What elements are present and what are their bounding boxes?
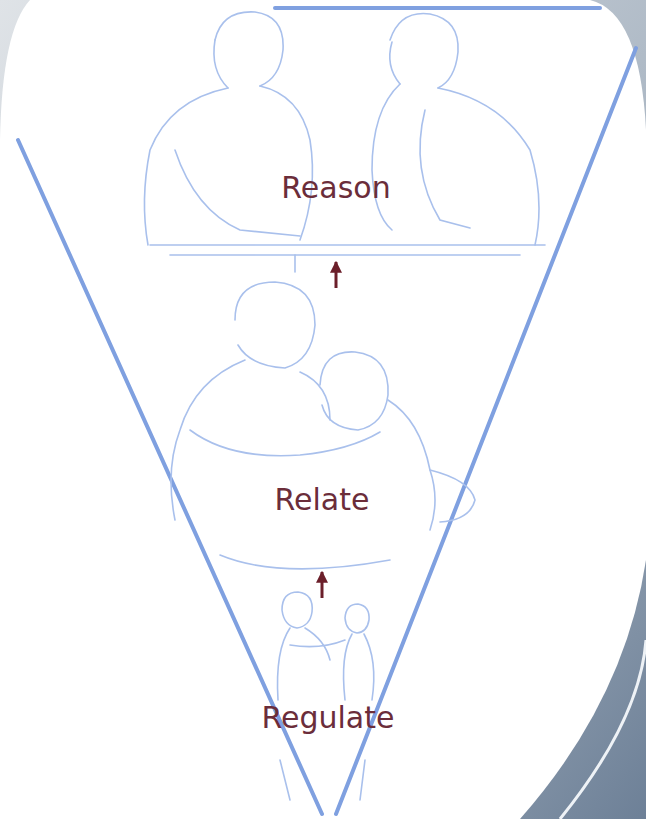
stage-band: Reason	[246, 110, 426, 262]
stage-label: Regulate	[262, 700, 395, 736]
panel-sheen	[560, 640, 646, 819]
sketch-figures	[144, 12, 545, 800]
stage-label: Relate	[275, 482, 370, 518]
stage-band: Regulate	[238, 598, 418, 800]
stage-label: Reason	[281, 170, 390, 206]
stage-band: Relate	[232, 288, 412, 572]
up-arrow	[321, 572, 324, 598]
up-arrow	[335, 262, 338, 288]
funnel-outline	[18, 8, 636, 814]
